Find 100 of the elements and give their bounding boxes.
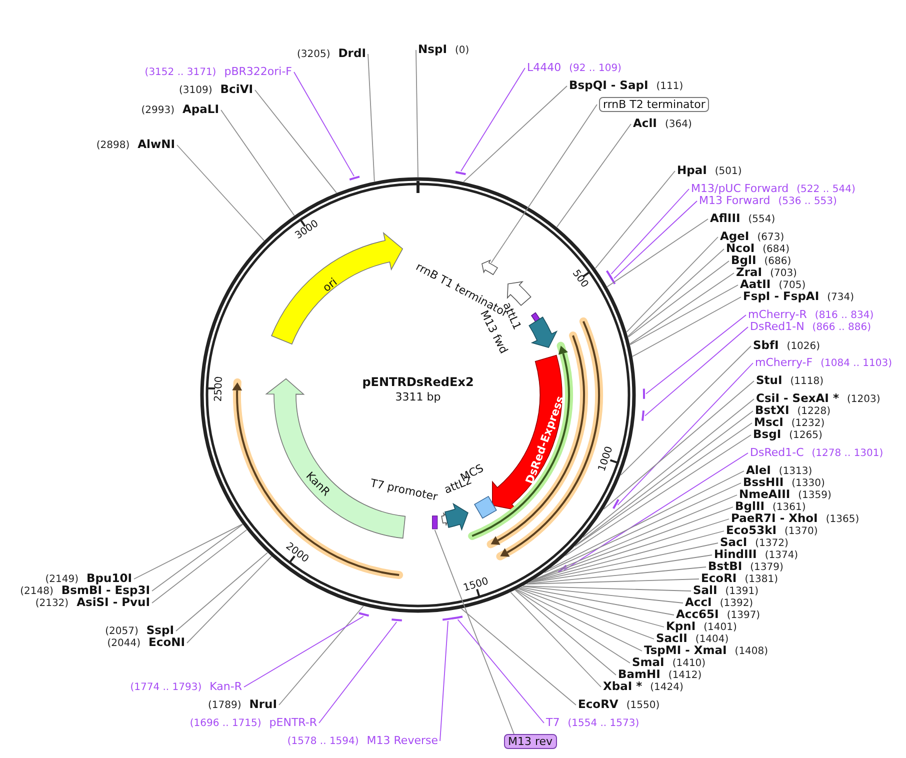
restriction-site-label: AleI (1313) bbox=[746, 464, 812, 478]
leader-line bbox=[318, 622, 398, 724]
leader-line bbox=[534, 494, 738, 580]
leader-line bbox=[457, 619, 544, 724]
leader-line bbox=[278, 606, 364, 706]
restriction-site-label: HpaI (501) bbox=[677, 164, 742, 178]
leader-line bbox=[220, 110, 295, 216]
restriction-site-label: SmaI (1410) bbox=[632, 656, 706, 670]
leader-line bbox=[644, 326, 748, 416]
restriction-site-label: SacII (1404) bbox=[656, 632, 729, 646]
restriction-site-label: KpnI (1401) bbox=[666, 620, 737, 634]
leader-line bbox=[617, 362, 754, 506]
leader-line bbox=[594, 170, 676, 269]
restriction-site-label: BspQI - SapI (111) bbox=[569, 79, 684, 93]
leader-line bbox=[614, 200, 698, 279]
leader-line bbox=[626, 236, 718, 332]
leader-line bbox=[606, 218, 708, 288]
leader-line bbox=[532, 518, 730, 582]
leader-line bbox=[620, 346, 752, 476]
leader-line bbox=[152, 529, 248, 604]
leader-line bbox=[526, 566, 706, 584]
leader-line bbox=[632, 296, 742, 357]
leader-line bbox=[522, 586, 684, 604]
leader-line bbox=[460, 608, 576, 706]
restriction-site-label: AclI (364) bbox=[633, 117, 692, 131]
restriction-site-label: BglI (686) bbox=[731, 254, 792, 268]
leader-line bbox=[530, 530, 724, 582]
leader-line bbox=[627, 248, 724, 337]
primer-label: (1696 .. 1715) pENTR-R bbox=[190, 716, 317, 730]
leader-line bbox=[460, 68, 526, 172]
ruler-tick-label: 1500 bbox=[462, 576, 490, 594]
restriction-site-label: AflIII (554) bbox=[710, 212, 776, 226]
leader-line bbox=[510, 592, 602, 688]
leader-line bbox=[549, 470, 744, 570]
leader-line bbox=[629, 272, 734, 344]
restriction-site-label: ZraI (703) bbox=[736, 266, 797, 280]
restriction-site-label: NmeAIII (1359) bbox=[739, 488, 832, 502]
leader-line bbox=[610, 188, 690, 274]
restriction-site-label: XbaI * (1424) bbox=[603, 680, 684, 694]
leader-line bbox=[416, 50, 418, 178]
leader-line bbox=[544, 482, 742, 574]
restriction-site-label: BsgI (1265) bbox=[753, 428, 822, 442]
feature-label: rrnB T2 terminator bbox=[599, 97, 710, 112]
restriction-site-label: EcoRI (1381) bbox=[701, 572, 778, 586]
leader-line bbox=[134, 524, 243, 580]
restriction-site-label: (2993) ApaLI bbox=[141, 103, 219, 117]
restriction-site-label: (3109) BciVI bbox=[179, 83, 253, 97]
leader-line bbox=[176, 144, 265, 242]
restriction-site-label: BamHI (1412) bbox=[618, 668, 702, 682]
restriction-site-label: BssHII (1330) bbox=[743, 476, 825, 490]
restriction-site-label: SalI (1391) bbox=[693, 584, 759, 598]
feature-label: M13 rev bbox=[504, 734, 557, 749]
leader-line bbox=[522, 586, 692, 592]
restriction-site-label: AgeI (673) bbox=[720, 230, 784, 244]
restriction-site-label: (1789) NruI bbox=[208, 698, 277, 712]
restriction-site-label: FspI - FspAI (734) bbox=[743, 290, 854, 304]
restriction-site-label: TspMI - XmaI (1408) bbox=[644, 644, 768, 658]
leader-line bbox=[152, 524, 244, 592]
leader-line bbox=[516, 588, 642, 652]
restriction-site-label: (2149) Bpu10I bbox=[45, 572, 132, 586]
primer-label: DsRed1-C (1278 .. 1301) bbox=[750, 446, 884, 460]
primer-label: (3152 .. 3171) pBR322ori-F bbox=[144, 65, 292, 79]
leader-line bbox=[176, 552, 268, 632]
restriction-site-label: EcoRV (1550) bbox=[578, 698, 660, 712]
leader-line bbox=[563, 452, 748, 571]
leader-line bbox=[518, 588, 664, 628]
leader-line bbox=[556, 124, 632, 228]
leader-line bbox=[582, 398, 754, 538]
leader-line bbox=[515, 589, 630, 664]
primer-label: L4440 (92 .. 109) bbox=[527, 61, 622, 75]
leader-line bbox=[294, 72, 354, 177]
restriction-site-label: BstBI (1379) bbox=[708, 560, 784, 574]
restriction-site-label: MscI (1232) bbox=[754, 416, 825, 430]
primer-label: (1774 .. 1793) Kan-R bbox=[130, 680, 242, 694]
restriction-site-label: (2148) BsmBI - Esp3I bbox=[20, 584, 150, 598]
restriction-site-label: (2044) EcoNI bbox=[107, 636, 185, 650]
primer-label: mCherry-R (816 .. 834) bbox=[748, 308, 874, 322]
restriction-site-label: NcoI (684) bbox=[726, 242, 790, 256]
leader-line bbox=[646, 314, 746, 394]
leader-line bbox=[518, 588, 654, 640]
leader-line bbox=[514, 590, 616, 676]
restriction-site-label: SacI (1372) bbox=[720, 536, 788, 550]
plasmid-backbone-ring bbox=[200, 177, 636, 613]
restriction-site-label: AatII (705) bbox=[740, 278, 806, 292]
primer-label: M13 Forward (536 .. 553) bbox=[699, 194, 837, 208]
primer-label: T7 (1554 .. 1573) bbox=[546, 716, 640, 730]
leader-line bbox=[603, 380, 754, 510]
leader-line bbox=[490, 104, 598, 264]
restriction-site-label: BglII (1361) bbox=[735, 500, 806, 514]
leader-line bbox=[434, 529, 514, 734]
restriction-site-label: SbfI (1026) bbox=[753, 339, 820, 353]
leader-line bbox=[533, 506, 734, 580]
restriction-site-label: (2898) AlwNI bbox=[96, 138, 175, 152]
leader-line bbox=[368, 54, 375, 182]
restriction-site-label: Acc65I (1397) bbox=[676, 608, 760, 622]
restriction-site-label: Eco53kI (1370) bbox=[726, 524, 818, 538]
leader-line bbox=[520, 586, 674, 616]
restriction-site-label: (3205) DrdI bbox=[297, 47, 366, 61]
leader-line bbox=[440, 620, 448, 742]
leader-line bbox=[630, 284, 738, 346]
